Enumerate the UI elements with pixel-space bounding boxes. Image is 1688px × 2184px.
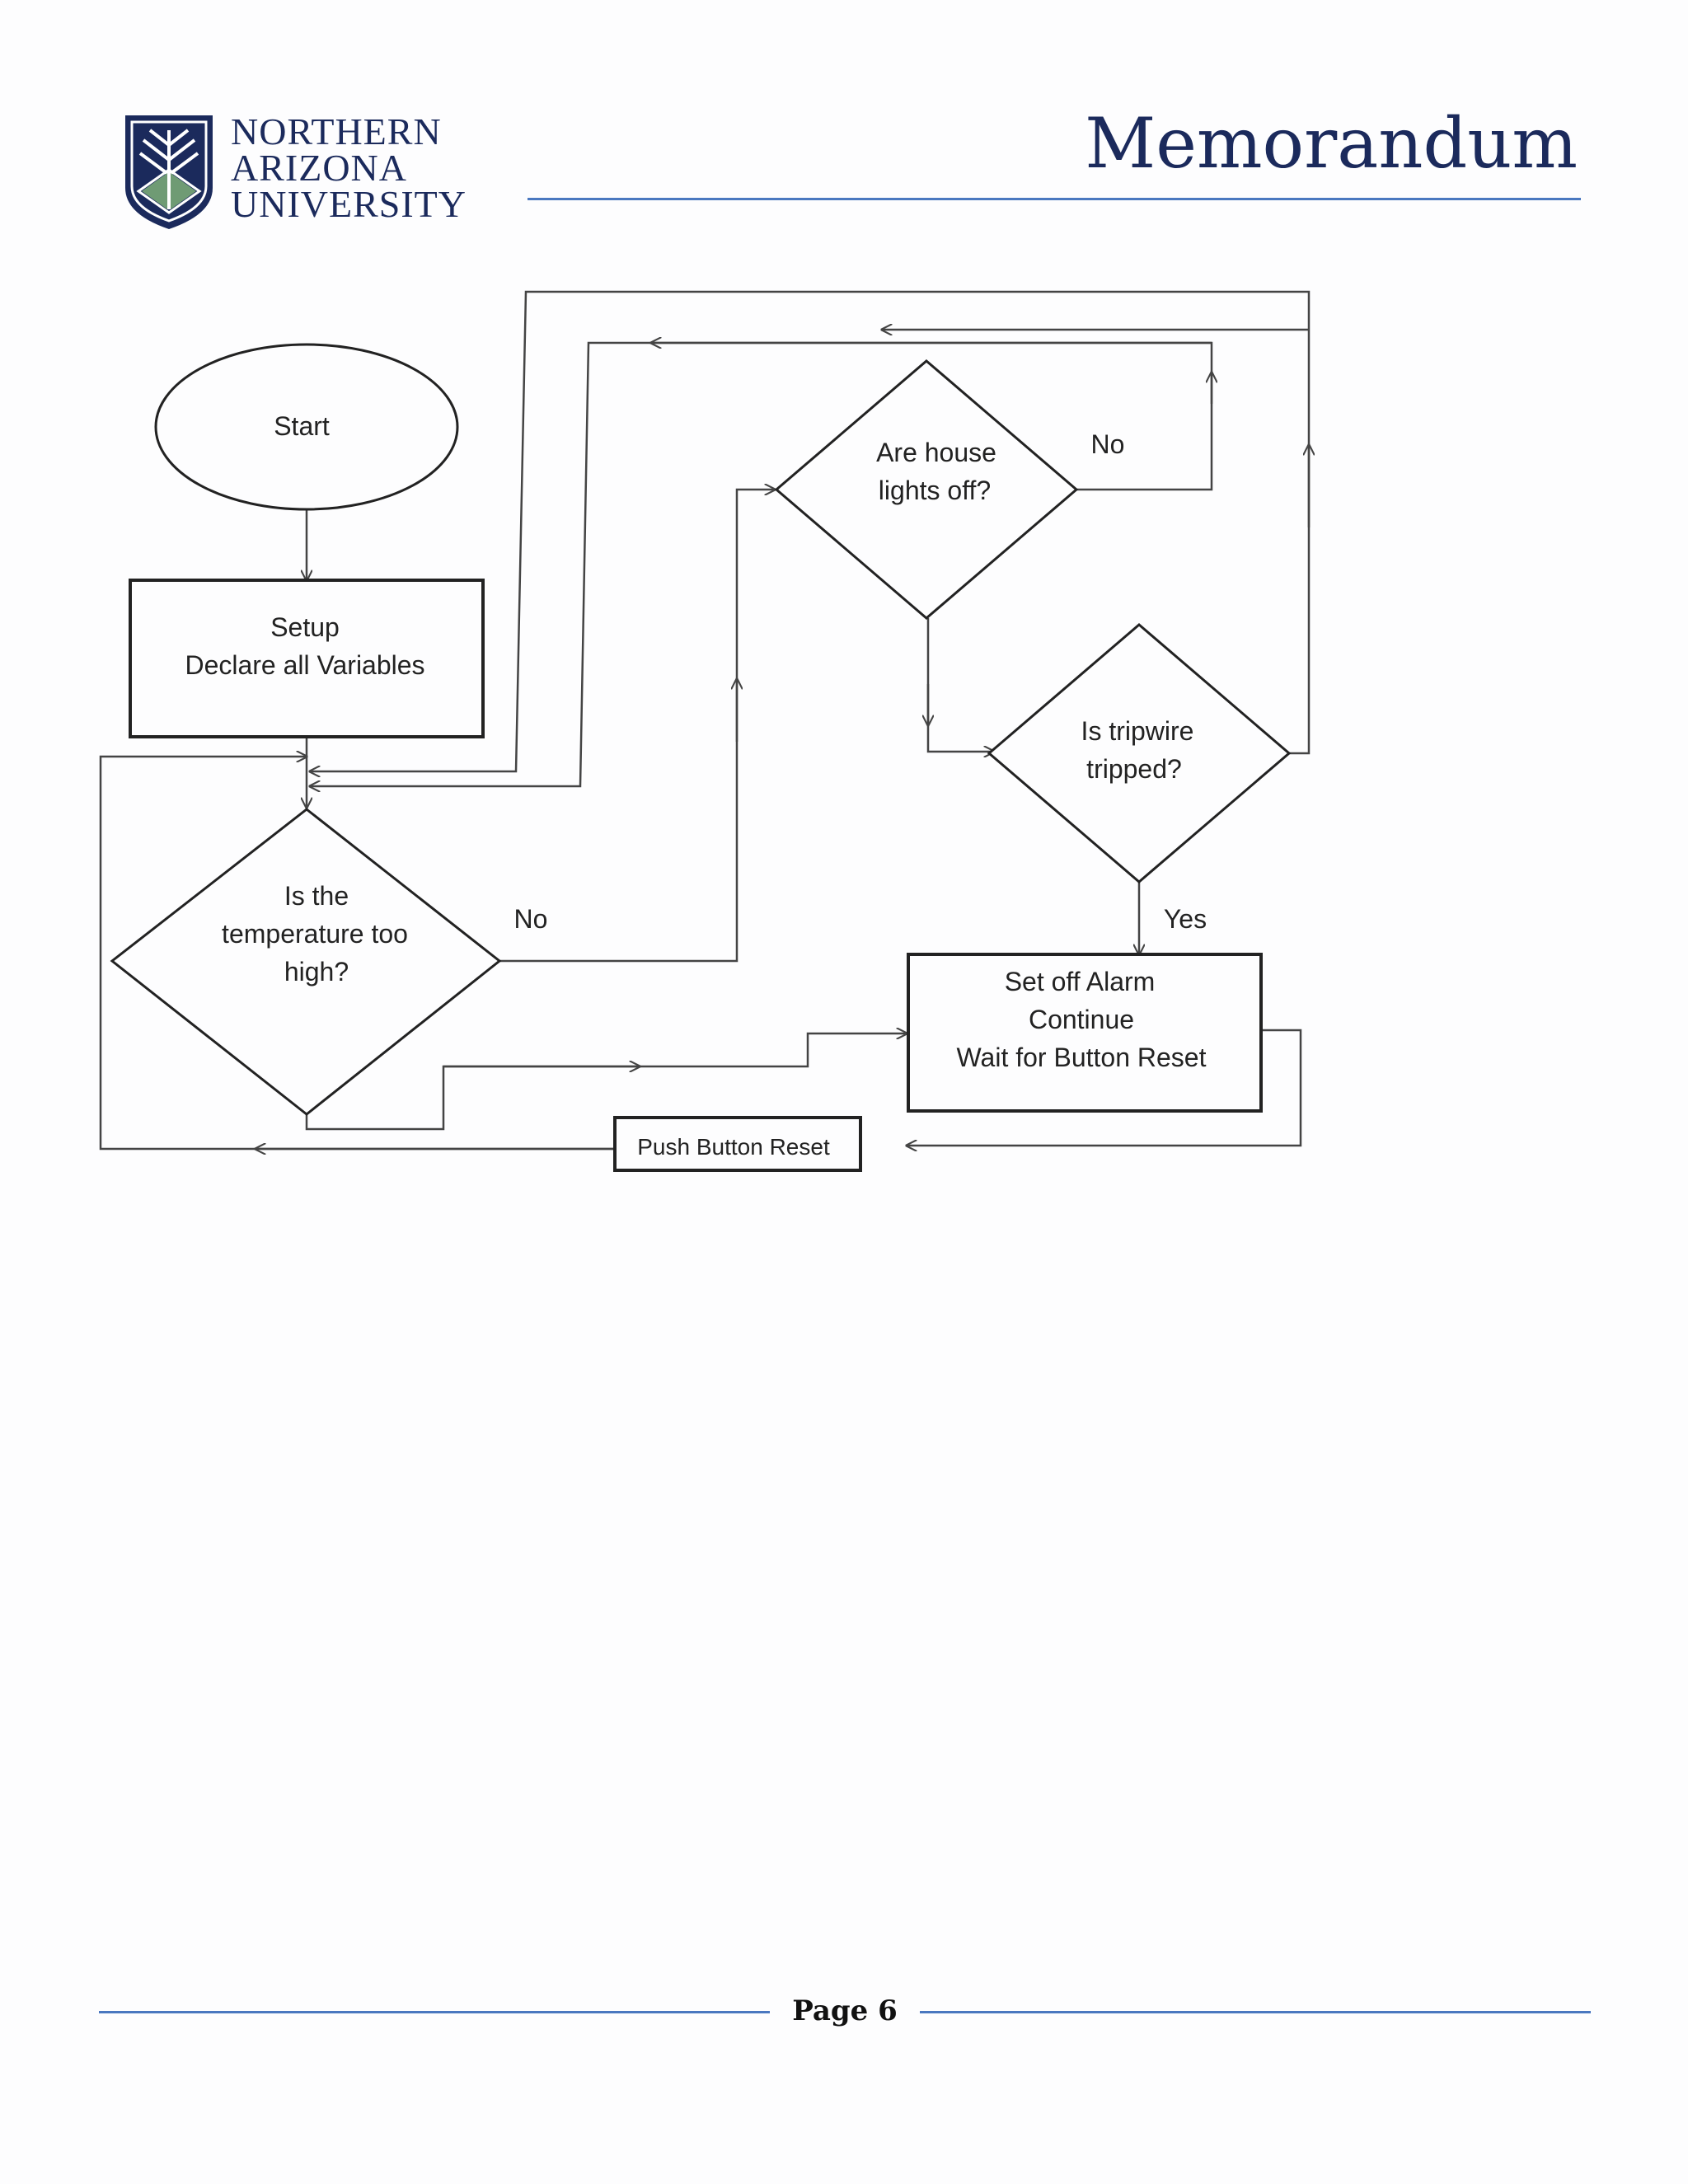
nau-shield-icon [125, 115, 213, 229]
tripwire-question-line-2: tripped? [1086, 754, 1182, 784]
lights-decision: Are house lights off? [774, 359, 1079, 620]
alarm-label-line-3: Wait for Button Reset [957, 1043, 1207, 1072]
header-rule [528, 198, 1581, 200]
memo-title: Memorandum [1085, 103, 1578, 184]
footer-rule-right [920, 2011, 1591, 2013]
alarm-label-line-2: Continue [1029, 1005, 1134, 1034]
reset-node: Push Button Reset [613, 1116, 862, 1172]
lights-question-line-1: Are house [876, 438, 996, 467]
footer-rule-left [99, 2011, 770, 2013]
connector-alarm-reset [907, 1029, 1302, 1146]
page-number: Page 6 [792, 1994, 898, 2027]
temp-no-label: No [514, 904, 548, 934]
setup-label-line-2: Declare all Variables [185, 650, 424, 680]
temp-question-line-2: temperature too [222, 919, 408, 949]
lights-no-label: No [1091, 429, 1125, 459]
connector-lights-tripwire [926, 618, 994, 752]
temp-question-line-3: high? [284, 957, 349, 987]
nau-logo: NORTHERN ARIZONA UNIVERSITY [122, 112, 485, 232]
start-node: Start [154, 343, 459, 511]
logo-line-1: NORTHERN [231, 110, 442, 152]
lights-question-line-2: lights off? [879, 476, 991, 505]
logo-wordmark: NORTHERN ARIZONA UNIVERSITY [231, 110, 467, 225]
temperature-decision: Is the temperature too high? [110, 808, 502, 1116]
temp-question-line-1: Is the [284, 881, 349, 911]
alarm-node: Set off Alarm Continue Wait for Button R… [907, 953, 1263, 1113]
start-label: Start [274, 411, 330, 441]
tripwire-yes-label: Yes [1164, 904, 1207, 934]
logo-line-2: ARIZONA [231, 147, 407, 189]
tripwire-decision: Is tripwire tripped? [987, 623, 1292, 883]
logo-line-3: UNIVERSITY [231, 183, 467, 225]
tripwire-question-line-1: Is tripwire [1081, 716, 1194, 746]
flowchart: Start Setup Declare all Variables Is the… [99, 290, 1688, 1172]
connector-tripwire-no-loop [310, 290, 1311, 771]
setup-label-line-1: Setup [270, 612, 340, 642]
alarm-label-line-1: Set off Alarm [1005, 967, 1156, 996]
setup-node: Setup Declare all Variables [129, 579, 485, 738]
reset-label: Push Button Reset [637, 1134, 830, 1160]
connector-temp-no-lights [498, 490, 775, 963]
connector-temp-yes-alarm [305, 1033, 907, 1131]
